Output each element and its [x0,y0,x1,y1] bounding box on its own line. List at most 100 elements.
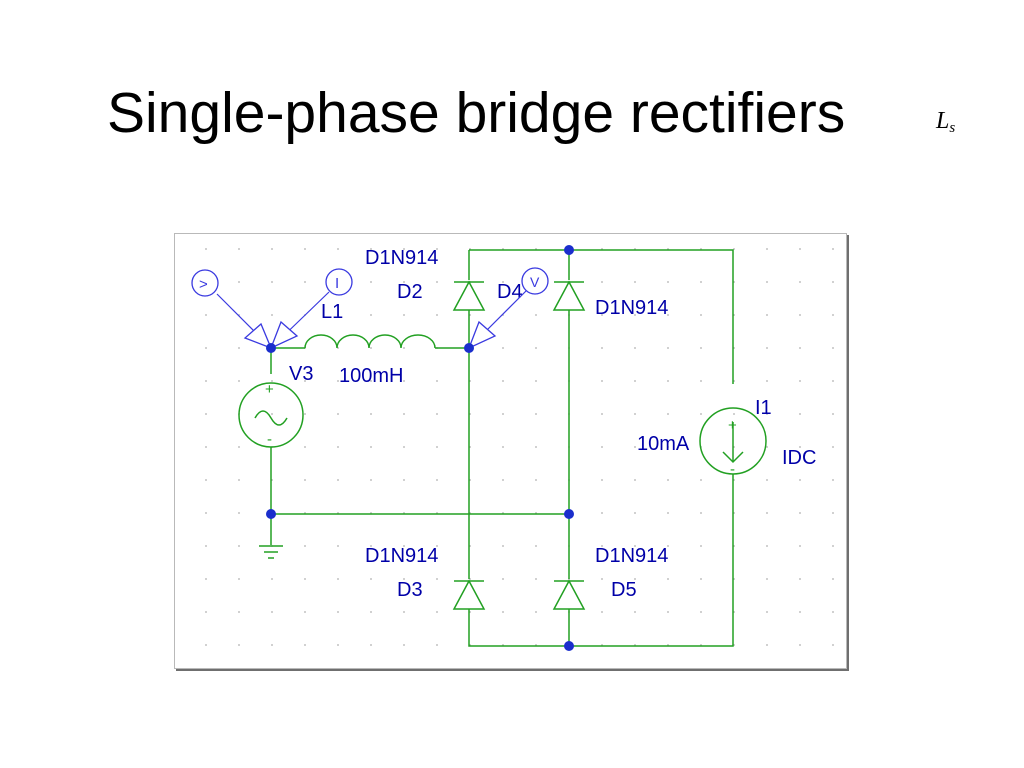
grid-dot [304,611,306,613]
grid-dot [403,446,405,448]
grid-dot [667,281,669,283]
grid-dot [370,380,372,382]
grid-dot [667,314,669,316]
probe-glyph: V [530,274,540,290]
grid-dot [667,611,669,613]
grid-dot [832,611,834,613]
voltage-probe-icon [521,267,549,295]
diode-d4 [552,280,586,311]
grid-dot [502,281,504,283]
grid-dot [832,314,834,316]
junction-dot [564,641,574,651]
current-probe[interactable]: I [269,268,353,350]
math-symbol-subscript: s [949,120,956,136]
diode-d3 [452,579,486,610]
grid-dot [205,446,207,448]
grid-dots [205,248,834,646]
grid-dot [700,479,702,481]
grid-dot [502,347,504,349]
grid-dot [832,380,834,382]
junction-dot [266,509,276,519]
grid-dot [370,347,372,349]
grid-dot [601,479,603,481]
current-probe-icon [325,268,353,296]
voltage-probe[interactable]: V [467,267,549,350]
grid-dot [832,413,834,415]
grid-dot [535,611,537,613]
grid-dot [601,347,603,349]
source-ref-label: V3 [289,363,313,385]
diode-d2-model-label: D1N914 [365,247,438,269]
grid-dot [205,314,207,316]
source-minus-sign: - [267,431,272,448]
diode-triangle [552,579,586,610]
inductor-l1: L1 100mH [304,301,436,387]
grid-dot [667,446,669,448]
source-plus-sign: + [728,417,737,434]
junction-dot [564,509,574,519]
grid-dot [502,611,504,613]
grid-dot [799,644,801,646]
grid-dot [733,413,735,415]
junctions [266,245,574,651]
grid-dot [766,248,768,250]
grid-dot [238,347,240,349]
grid-dot [436,644,438,646]
grid-dot [832,248,834,250]
grid-dot [700,281,702,283]
diode-d2-ref-label: D2 [397,281,423,303]
grid-dot [634,611,636,613]
grid-dot [535,413,537,415]
grid-dot [634,413,636,415]
grid-dot [634,281,636,283]
grid-dot [238,644,240,646]
grid-dot [634,578,636,580]
grid-dot [337,644,339,646]
grid-dot [832,512,834,514]
wire [468,474,734,647]
grid-dot [799,314,801,316]
grid-dot [370,446,372,448]
grid-dot [766,644,768,646]
junction-dot [564,245,574,255]
grid-dot [601,314,603,316]
grid-dot [502,545,504,547]
grid-dot [535,347,537,349]
grid-dot [535,479,537,481]
grid-dot [799,380,801,382]
grid-dot [766,380,768,382]
grid-dot [799,611,801,613]
grid-dot [271,281,273,283]
grid-dot [634,380,636,382]
grid-dot [370,644,372,646]
grid-dot [799,413,801,415]
voltage-diff-probe[interactable]: > [191,269,273,350]
current-source-type-label: IDC [782,447,816,469]
bridge-rectifier-schematic: L1 100mH D1N914 D2 D4 D1N914 D1N914 D3 D… [191,245,834,651]
grid-dot [205,479,207,481]
diode-d4-ref-label: D4 [497,281,523,303]
grid-dot [403,578,405,580]
grid-dot [238,380,240,382]
grid-dot [601,380,603,382]
diode-d5-model-label: D1N914 [595,545,668,567]
grid-dot [799,446,801,448]
probe-tip [243,322,273,350]
grid-dot [667,413,669,415]
grid-dot [799,281,801,283]
grid-dot [700,347,702,349]
grid-dot [304,413,306,415]
grid-dot [667,347,669,349]
grid-dot [436,545,438,547]
diode-d5-ref-label: D5 [611,579,637,601]
grid-dot [436,314,438,316]
grid-dot [799,512,801,514]
grid-dot [304,248,306,250]
grid-dot [766,446,768,448]
title-math-symbol: Ls [936,108,955,137]
grid-dot [601,281,603,283]
grid-dot [700,578,702,580]
grid-dot [601,413,603,415]
grid-dot [370,413,372,415]
voltage-probe-icon [191,269,219,297]
